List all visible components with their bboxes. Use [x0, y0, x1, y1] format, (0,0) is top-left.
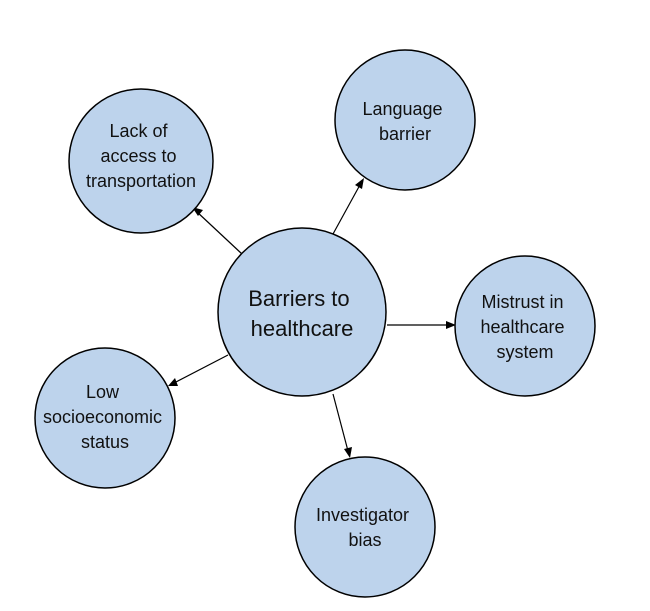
- node-mistrust: Mistrust in healthcare system: [454, 255, 596, 397]
- socioeconomic-label: Low socioeconomic status: [43, 382, 167, 452]
- edge-to-transport: [195, 210, 243, 255]
- transport-label-line: access to: [100, 146, 176, 166]
- transport-label-line: Lack of: [109, 121, 168, 141]
- transport-label: Lack of access to transportation: [86, 121, 196, 191]
- arrowhead-bias: [344, 447, 352, 458]
- nodes: Barriers to healthcare Lack of access to…: [34, 49, 596, 598]
- mistrust-label: Mistrust in healthcare system: [480, 292, 569, 362]
- center-label-line: healthcare: [251, 316, 354, 341]
- node-transport: Lack of access to transportation: [68, 88, 214, 234]
- mistrust-label-line: system: [496, 342, 553, 362]
- mistrust-label-line: healthcare: [480, 317, 564, 337]
- bias-label-line: Investigator: [316, 505, 409, 525]
- language-label: Language barrier: [362, 99, 447, 144]
- socioeconomic-label-line: status: [81, 432, 129, 452]
- edges: [168, 178, 456, 458]
- socioeconomic-label-line: Low: [86, 382, 120, 402]
- node-center: Barriers to healthcare: [217, 227, 387, 397]
- mistrust-label-line: Mistrust in: [481, 292, 563, 312]
- center-label: Barriers to healthcare: [248, 286, 356, 341]
- edge-to-bias: [332, 393, 349, 452]
- arrowhead-mistrust: [446, 321, 456, 329]
- transport-label-line: transportation: [86, 171, 196, 191]
- edge-to-language: [332, 182, 362, 235]
- bias-label: Investigator bias: [316, 505, 414, 550]
- edge-to-socioeconomic: [173, 354, 229, 384]
- node-socioeconomic: Low socioeconomic status: [34, 347, 176, 489]
- bias-label-line: bias: [348, 530, 381, 550]
- center-label-line: Barriers to: [248, 286, 349, 311]
- language-label-line: Language: [362, 99, 442, 119]
- node-bias: Investigator bias: [294, 456, 436, 598]
- arrowhead-socioeconomic: [168, 378, 178, 386]
- language-label-line: barrier: [379, 124, 431, 144]
- node-language: Language barrier: [334, 49, 476, 191]
- socioeconomic-label-line: socioeconomic: [43, 407, 162, 427]
- arrowhead-language: [355, 178, 364, 189]
